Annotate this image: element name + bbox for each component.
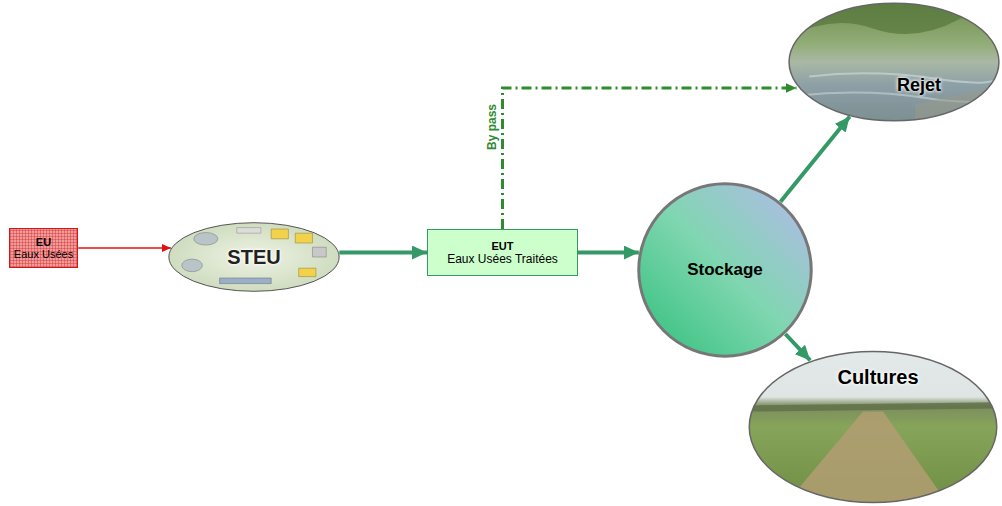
process-box: EUTEaux Usées Traitées [427,229,578,276]
flow-arrow [578,251,639,255]
input-box: EUEaux Usées [9,228,78,268]
node-text-group: Cultures [837,366,918,389]
node-title: Cultures [837,366,918,389]
storage-circle: Stockage [637,182,813,358]
river-ellipse: Rejet [788,2,1000,122]
node-text-group: STEU [227,246,280,269]
node-title: Rejet [897,75,941,96]
edge-label: By pass [485,102,499,152]
flow-arrow [781,117,850,202]
node-text-group: Rejet [897,75,941,96]
node-title: STEU [227,246,280,269]
node-title: EUT [447,240,558,252]
flow-arrow [78,247,171,249]
node-text-group: Stockage [687,260,763,280]
flow-arrow [339,251,427,255]
plant-ellipse: STEU [168,222,340,292]
flow-arrow [785,334,810,360]
crops-ellipse: Cultures [748,350,998,504]
node-title: Stockage [687,260,763,280]
node-text-group: EUTEaux Usées Traitées [447,240,558,266]
node-subtitle: Eaux Usées Traitées [447,252,558,266]
node-text-group: EUEaux Usées [14,236,73,260]
river-ellipse-outline [788,2,1000,122]
node-subtitle: Eaux Usées [14,248,73,260]
node-title: EU [14,236,73,248]
